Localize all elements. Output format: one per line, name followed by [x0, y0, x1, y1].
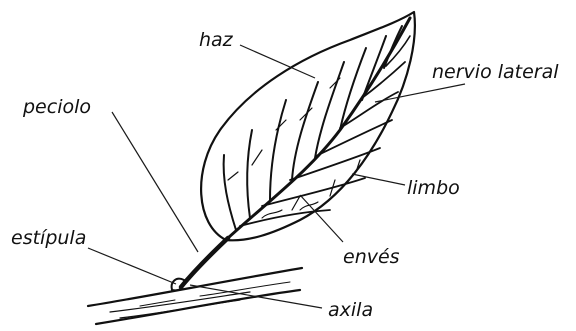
leader-estipula [88, 248, 176, 284]
labels: haz nervio lateral peciolo limbo estípul… [11, 29, 559, 321]
leader-enves [300, 195, 343, 242]
label-enves: envés [343, 246, 400, 268]
leader-nervio-lateral [375, 84, 465, 102]
leader-peciolo [112, 112, 198, 252]
lateral-veins [224, 26, 410, 230]
label-haz: haz [199, 29, 234, 51]
branch [88, 268, 302, 324]
label-axila: axila [328, 299, 373, 321]
label-estipula: estípula [11, 227, 86, 249]
label-peciolo: peciolo [22, 96, 91, 118]
label-nervio-lateral: nervio lateral [432, 61, 559, 83]
petiole [181, 238, 228, 287]
label-limbo: limbo [407, 177, 460, 199]
